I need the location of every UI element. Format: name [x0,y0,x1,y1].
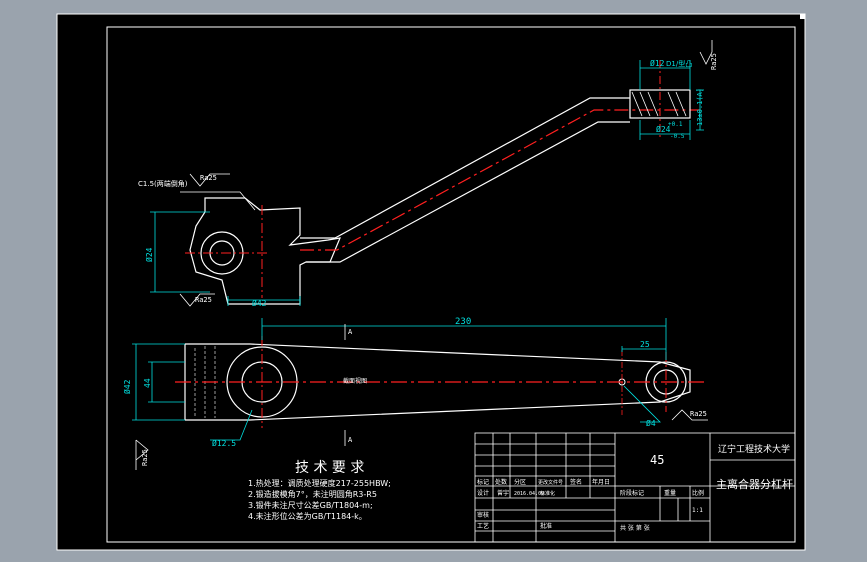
dim-d4: Ø4 [646,418,656,428]
title-grid-rows [475,443,615,532]
std-label: 标准化 [540,490,555,497]
dim-sphere: D1/型凸 [666,59,692,68]
sheet-inner-frame [106,26,796,543]
stage-label: 阶段标记 [620,489,644,497]
dim-d12: Ø12 [650,58,665,68]
row-label: 更改文件号 [538,479,563,486]
scale-label: 比例 [692,489,704,497]
top-view: Ø12 D1/型凸 Ø24 +0.1 -0.5 13±0.1(A) Ra25 C… [138,40,718,308]
roughness-label-3: Ra25 [710,53,718,70]
arm-centerline [300,109,700,251]
dim-44-lines [148,361,185,403]
roughness-label-5: Ra25 [690,410,707,418]
chamfer-note: C1.5(两端倒角) [138,179,188,188]
part-name: 主离合器分杠杆 [716,477,793,491]
dim-d42: Ø42 [252,298,267,308]
roughness-symbol-2 [179,293,215,307]
dim-tol-lower: -0.5 [670,133,685,140]
dim-d4-leader [623,385,661,423]
dim-d13-lines [696,89,704,131]
roughness-label-4: Ra25 [141,449,149,466]
title-grid-right [615,433,795,542]
row-label: 签名 [570,478,582,486]
title-grid-cols [492,433,616,542]
sheet-outer-border [56,13,806,551]
tech-requirements: 技 术 要 求 1.热处理：调质处理硬度217-255HBW; 2.锻造拔模角7… [248,460,391,521]
title-block [474,432,796,543]
dim-d42v: Ø42 [122,379,132,394]
dim-d125-leader [210,409,253,441]
row-label: 年月日 [592,478,610,486]
weight-label: 重量 [664,489,676,497]
section-note: 截面视图 [343,377,367,385]
section-label-a: A [348,328,353,336]
roughness-symbol-5 [671,409,708,421]
roughness-symbol-1 [189,173,230,187]
roughness-symbol-4 [135,439,149,470]
school-name: 辽宁工程技术大学 [718,443,790,455]
dim-44: 44 [143,378,152,388]
end-section-outline [629,89,691,119]
title-block-border [474,432,796,543]
title-block-text: 45 辽宁工程技术大学 主离合器分杠杆 标记 处数 分区 更改文件号 签名 年月… [477,443,793,532]
arm-edge-lower [306,121,630,263]
approve-label: 批准 [540,522,552,530]
dim-d12-lines [639,60,691,90]
dim-d42v-lines [132,343,185,421]
dim-d24v-lines [150,211,210,293]
material: 45 [650,453,664,467]
dim-tol-upper: +0.1 [668,121,683,128]
dim-d125: Ø12.5 [212,438,236,448]
scale-value: 1:1 [692,507,703,514]
designer: 曾宇 [497,489,509,497]
row-label: 标记 [477,478,489,486]
dim-25: 25 [640,340,650,349]
front-view: 230 25 Ø42 44 Ø12.5 Ø4 Ra25 Ra25 截面视图 A … [122,317,708,470]
dim-d13: 13±0.1(A) [696,88,704,126]
sheets-label: 共 张 第 张 [620,524,650,532]
design-date: 2016.04.09 [514,491,544,497]
design-label: 设计 [477,489,489,497]
end-section-hatch [631,91,687,117]
row-label: 处数 [495,478,507,486]
row-label: 分区 [514,478,526,486]
dim-25-lines [621,346,666,352]
dim-d24-lines [639,120,691,140]
dim-d42-lines [227,296,301,306]
corner-marker [800,14,805,19]
tech-item: 2.锻造拔模角7°，未注明圆角R3-R5 [248,489,377,499]
dim-230-lines [261,318,667,360]
tech-title: 技 术 要 求 [295,460,364,476]
dim-d24: Ø24 [656,124,671,134]
tech-item: 3.锻件未注尺寸公差GB/T1804-m; [248,500,373,510]
roughness-label-2: Ra25 [195,296,212,304]
lever-outline [185,343,691,421]
review-label: 审核 [477,511,489,519]
tech-item: 4.未注形位公差为GB/T1184-k。 [248,511,367,521]
arm-edge-upper [300,97,630,239]
craft-label: 工艺 [477,522,489,530]
tech-item: 1.热处理：调质处理硬度217-255HBW; [248,478,391,488]
dim-d24v: Ø24 [144,247,154,262]
section-label-b: A [348,436,353,444]
roughness-label-1: Ra25 [200,174,217,182]
chamfer-leader [180,191,256,211]
roughness-symbol-3 [699,40,713,65]
dim-230: 230 [455,317,471,327]
